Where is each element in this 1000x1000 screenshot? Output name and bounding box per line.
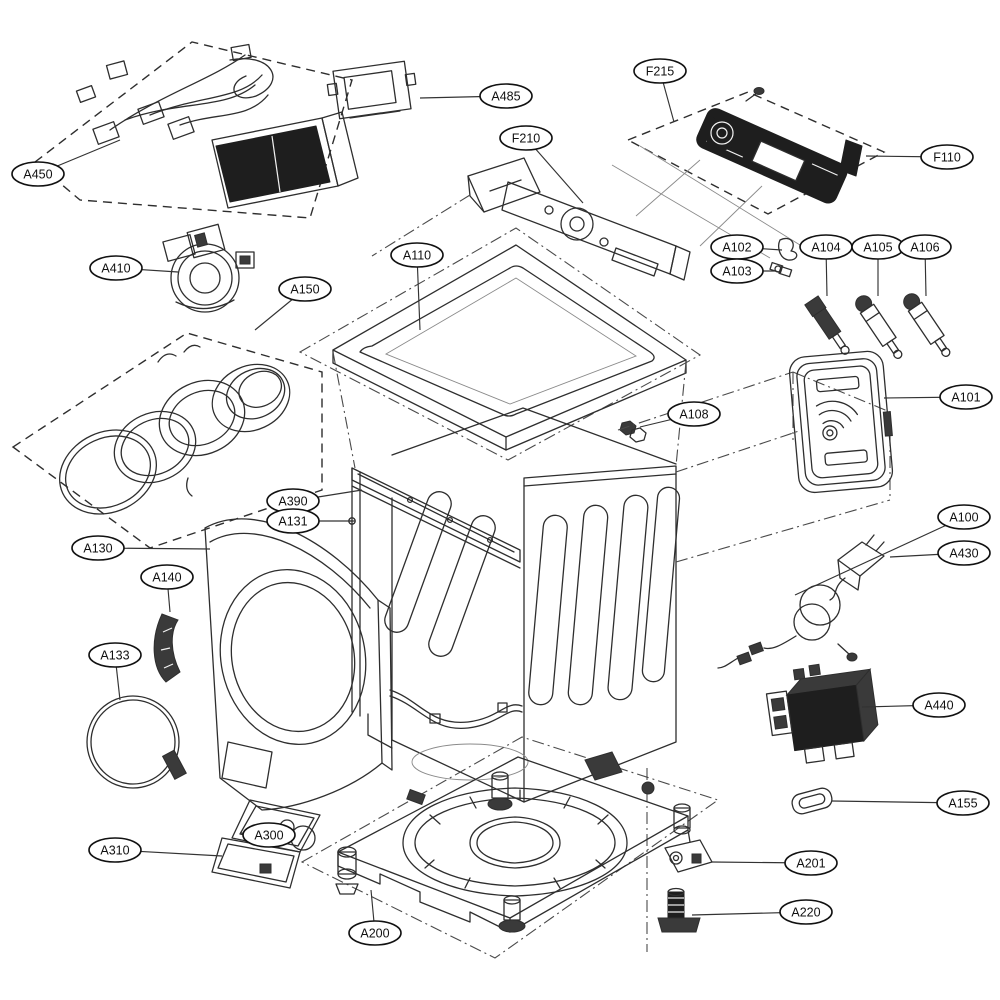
damper-a105 [855, 295, 903, 359]
wire-harness-assembly [33, 41, 359, 219]
gasket-segments [424, 789, 609, 889]
callout-F210[interactable]: F210 [499, 125, 553, 151]
callout-A310[interactable]: A310 [88, 837, 142, 863]
screw-icon [745, 87, 765, 102]
callout-A150[interactable]: A150 [278, 276, 332, 302]
base-assembly [300, 736, 720, 959]
callout-label: A390 [278, 495, 307, 509]
callout-label: A104 [811, 241, 840, 255]
callout-label: A131 [278, 515, 307, 529]
clamp-a103 [769, 261, 793, 278]
damper-a104 [804, 295, 850, 355]
damper-a106 [903, 293, 951, 357]
callout-A300[interactable]: A300 [242, 822, 296, 848]
callout-label: A140 [152, 571, 181, 585]
callout-label: A300 [254, 829, 283, 843]
callout-label: A430 [949, 547, 978, 561]
callout-label: A133 [100, 649, 129, 663]
callout-A220[interactable]: A220 [779, 899, 833, 925]
callout-A140[interactable]: A140 [140, 564, 194, 590]
rear-projection-lines [332, 194, 891, 952]
callout-A155[interactable]: A155 [936, 790, 990, 816]
back-panel [788, 350, 894, 494]
callout-A430[interactable]: A430 [937, 540, 991, 566]
callout-A102[interactable]: A102 [710, 234, 764, 260]
power-cord [717, 534, 885, 669]
handle-part [791, 787, 833, 815]
top-plate [298, 227, 702, 461]
display-module [326, 60, 417, 120]
callout-label: A130 [83, 542, 112, 556]
pressure-switch [162, 223, 255, 313]
leveling-bracket [664, 829, 713, 873]
callout-A108[interactable]: A108 [667, 401, 721, 427]
callout-A100[interactable]: A100 [937, 504, 991, 530]
screw-icon [837, 643, 858, 662]
foot-post-center [487, 771, 513, 811]
callout-A130[interactable]: A130 [71, 535, 125, 561]
callout-F215[interactable]: F215 [633, 58, 687, 84]
vent-arcs [815, 400, 859, 441]
panel-pcb-assembly [611, 87, 886, 259]
door-hinge [153, 613, 181, 683]
callout-A485[interactable]: A485 [479, 83, 533, 109]
control-panel [467, 157, 691, 281]
callout-A450[interactable]: A450 [11, 161, 65, 187]
callout-A133[interactable]: A133 [88, 642, 142, 668]
callout-A106[interactable]: A106 [898, 234, 952, 260]
callout-A131[interactable]: A131 [266, 508, 320, 534]
callout-label: A106 [910, 241, 939, 255]
callout-A104[interactable]: A104 [799, 234, 853, 260]
callout-label: A220 [791, 906, 820, 920]
callout-label: A155 [948, 797, 977, 811]
callout-label: A410 [101, 262, 130, 276]
callout-label: F110 [933, 151, 961, 165]
callout-A110[interactable]: A110 [390, 242, 444, 268]
noise-filter [765, 663, 879, 764]
foot-post-bottom [498, 895, 526, 933]
callout-label: A101 [951, 391, 980, 405]
callout-label: A150 [290, 283, 319, 297]
callout-label: A200 [360, 927, 389, 941]
door-assembly [11, 332, 323, 549]
callout-label: A485 [491, 90, 520, 104]
callout-A105[interactable]: A105 [851, 234, 905, 260]
callout-A410[interactable]: A410 [89, 255, 143, 281]
leveling-foot [657, 887, 701, 933]
callout-label: A105 [863, 241, 892, 255]
foot-post-right [673, 803, 691, 835]
callout-label: A103 [722, 265, 751, 279]
callout-label: A102 [722, 241, 751, 255]
callout-F110[interactable]: F110 [920, 144, 974, 170]
callout-label: A440 [924, 699, 953, 713]
foot-post-left [335, 846, 359, 895]
callout-label: F210 [512, 132, 541, 146]
callout-A101[interactable]: A101 [939, 384, 993, 410]
callout-label: F215 [646, 65, 675, 79]
fastener-a102 [778, 237, 798, 261]
callout-A200[interactable]: A200 [348, 920, 402, 946]
callout-A103[interactable]: A103 [710, 258, 764, 284]
callout-label: A310 [100, 844, 129, 858]
callout-A201[interactable]: A201 [784, 850, 838, 876]
nut-a108 [619, 420, 647, 443]
callout-label: A450 [23, 168, 52, 182]
callout-label: A108 [679, 408, 708, 422]
cabinet-body [348, 407, 681, 803]
callout-label: A100 [949, 511, 978, 525]
callout-label: A201 [796, 857, 825, 871]
callout-label: A110 [403, 249, 431, 263]
gasket-clamp-ring [86, 695, 187, 789]
callout-A440[interactable]: A440 [912, 692, 966, 718]
front-panel [204, 518, 393, 811]
